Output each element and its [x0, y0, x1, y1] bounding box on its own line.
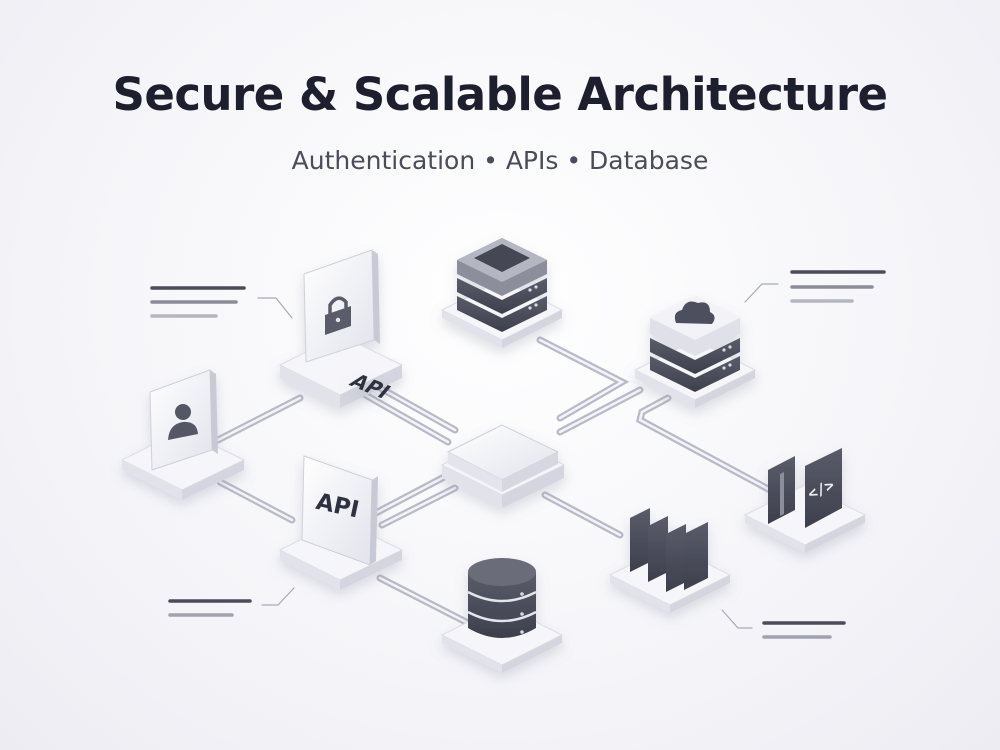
callout-top-right [744, 270, 886, 303]
server-node[interactable] [440, 238, 564, 348]
auth-node[interactable] [278, 249, 404, 408]
connectors [214, 336, 774, 626]
callout-top-left [150, 286, 293, 319]
code-node[interactable]: </> [743, 448, 867, 553]
callout-bottom-right [721, 609, 846, 639]
callouts [150, 270, 886, 639]
api-hub-node[interactable]: API [345, 370, 566, 508]
page-subtitle: Authentication • APIs • Database [291, 146, 709, 175]
server-icon [457, 238, 547, 332]
database-icon [467, 558, 537, 638]
cloud-server-icon [650, 296, 740, 392]
storage-node[interactable] [608, 508, 732, 613]
user-icon [149, 369, 218, 471]
database-node[interactable] [440, 558, 564, 673]
cloud-server-node[interactable] [633, 296, 757, 408]
code-icon: </> [768, 448, 842, 528]
callout-bottom-left [168, 587, 295, 617]
lock-icon [303, 249, 380, 363]
api-icon: API [301, 455, 378, 566]
storage-panels-icon [630, 508, 708, 592]
connector-cloud-code [635, 394, 774, 494]
api-gateway-node[interactable]: API [278, 455, 404, 590]
user-node[interactable] [120, 369, 246, 500]
page-title: Secure & Scalable Architecture [112, 68, 888, 121]
